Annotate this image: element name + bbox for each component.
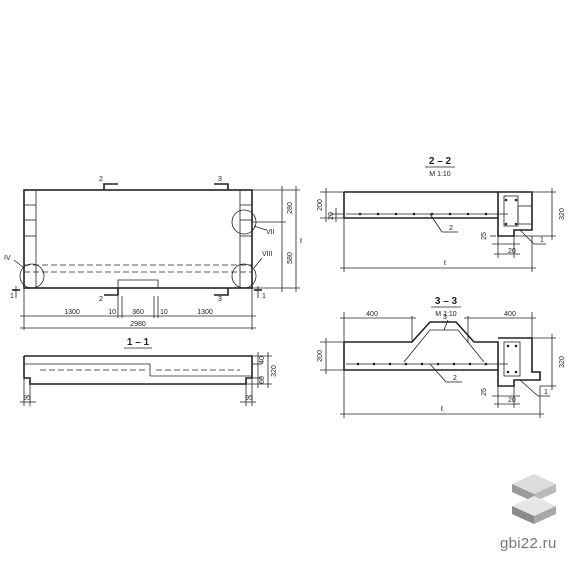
dim-3-3-400-right: 400 — [504, 311, 516, 318]
dim-1-1-95-left: 95 — [23, 395, 31, 402]
dim-10-left: 10 — [108, 309, 116, 316]
dim-2-2-200: 200 — [317, 199, 324, 211]
section-3-3-scale: М 1:10 — [435, 311, 457, 318]
dim-2-2-320: 320 — [559, 208, 566, 220]
section-3-3-pos2: 2 — [453, 375, 457, 382]
section-2-2-title: 2 – 2 — [429, 156, 452, 167]
section-1-1-title: 1 – 1 — [127, 337, 150, 348]
section-3-3-title: 3 – 3 — [435, 296, 458, 307]
cut-mark-3-bottom: 3 — [218, 296, 222, 303]
dim-3-3-20: 20 — [508, 397, 516, 404]
callout-label-iv: IV — [4, 255, 11, 262]
dim-2980: 2980 — [130, 321, 146, 328]
cut-mark-2-bottom: 2 — [99, 296, 103, 303]
section-3-3-pos1: 1 — [544, 389, 548, 396]
dim-580: 580 — [287, 252, 294, 264]
dim-2-2-length: ℓ — [443, 260, 447, 267]
cut-mark-2-top: 2 — [99, 176, 103, 183]
dim-1300-right: 1300 — [197, 309, 213, 316]
callout-label-viii: VIII — [262, 251, 273, 258]
dim-2-2-25: 25 — [481, 232, 488, 240]
dim-1-1-60: 60 — [259, 376, 266, 384]
section-2-2-pos2: 2 — [449, 225, 453, 232]
detail-callout-iv — [19, 263, 45, 289]
dim-10-right: 10 — [160, 309, 168, 316]
callout-label-vii: VII — [266, 229, 275, 236]
dim-3-3-25: 25 — [481, 388, 488, 396]
section-2-2-pos1: 1 — [540, 237, 544, 244]
dim-2-2-20b: 20 — [508, 248, 516, 255]
plan-outline — [23, 189, 253, 289]
dim-1-1-95-right: 95 — [245, 395, 253, 402]
cut-mark-1-right: 1 — [262, 293, 266, 300]
dim-1-1-40: 40 — [259, 356, 266, 364]
detail-callout-viii — [231, 263, 257, 289]
section-3-3-slab — [343, 321, 499, 371]
plan-view: VII VIII IV 2 3 2 3 1 1 280 580 ℓ — [4, 176, 303, 330]
section-1-1: 1 – 1 40 320 60 95 95 — [20, 337, 278, 406]
watermark-text[interactable]: gbi22.ru — [500, 535, 557, 552]
dim-3-3-400-left: 400 — [366, 311, 378, 318]
dim-360: 360 — [132, 309, 144, 316]
dim-1-1-320: 320 — [271, 365, 278, 377]
dim-280: 280 — [287, 202, 294, 214]
section-3-3: 3 – 3 М 1:10 400 400 3 — [317, 296, 566, 418]
section-3-3-rib — [497, 337, 541, 387]
section-2-2-scale: М 1:10 — [429, 171, 451, 178]
dim-length-l: ℓ — [299, 238, 303, 245]
dim-1300-left: 1300 — [64, 309, 80, 316]
dim-3-3-length: ℓ — [440, 406, 444, 413]
dim-3-3-320: 320 — [559, 356, 566, 368]
dim-2-2-20: 20 — [328, 212, 335, 220]
cut-mark-1-left: 1 — [10, 293, 14, 300]
cut-mark-3-top: 3 — [218, 176, 222, 183]
site-logo-icon — [512, 474, 556, 524]
section-3-3-pos3: 3 — [443, 314, 447, 321]
dim-3-3-200: 200 — [317, 350, 324, 362]
section-2-2: 2 – 2 М 1:10 2 1 200 — [317, 156, 566, 272]
